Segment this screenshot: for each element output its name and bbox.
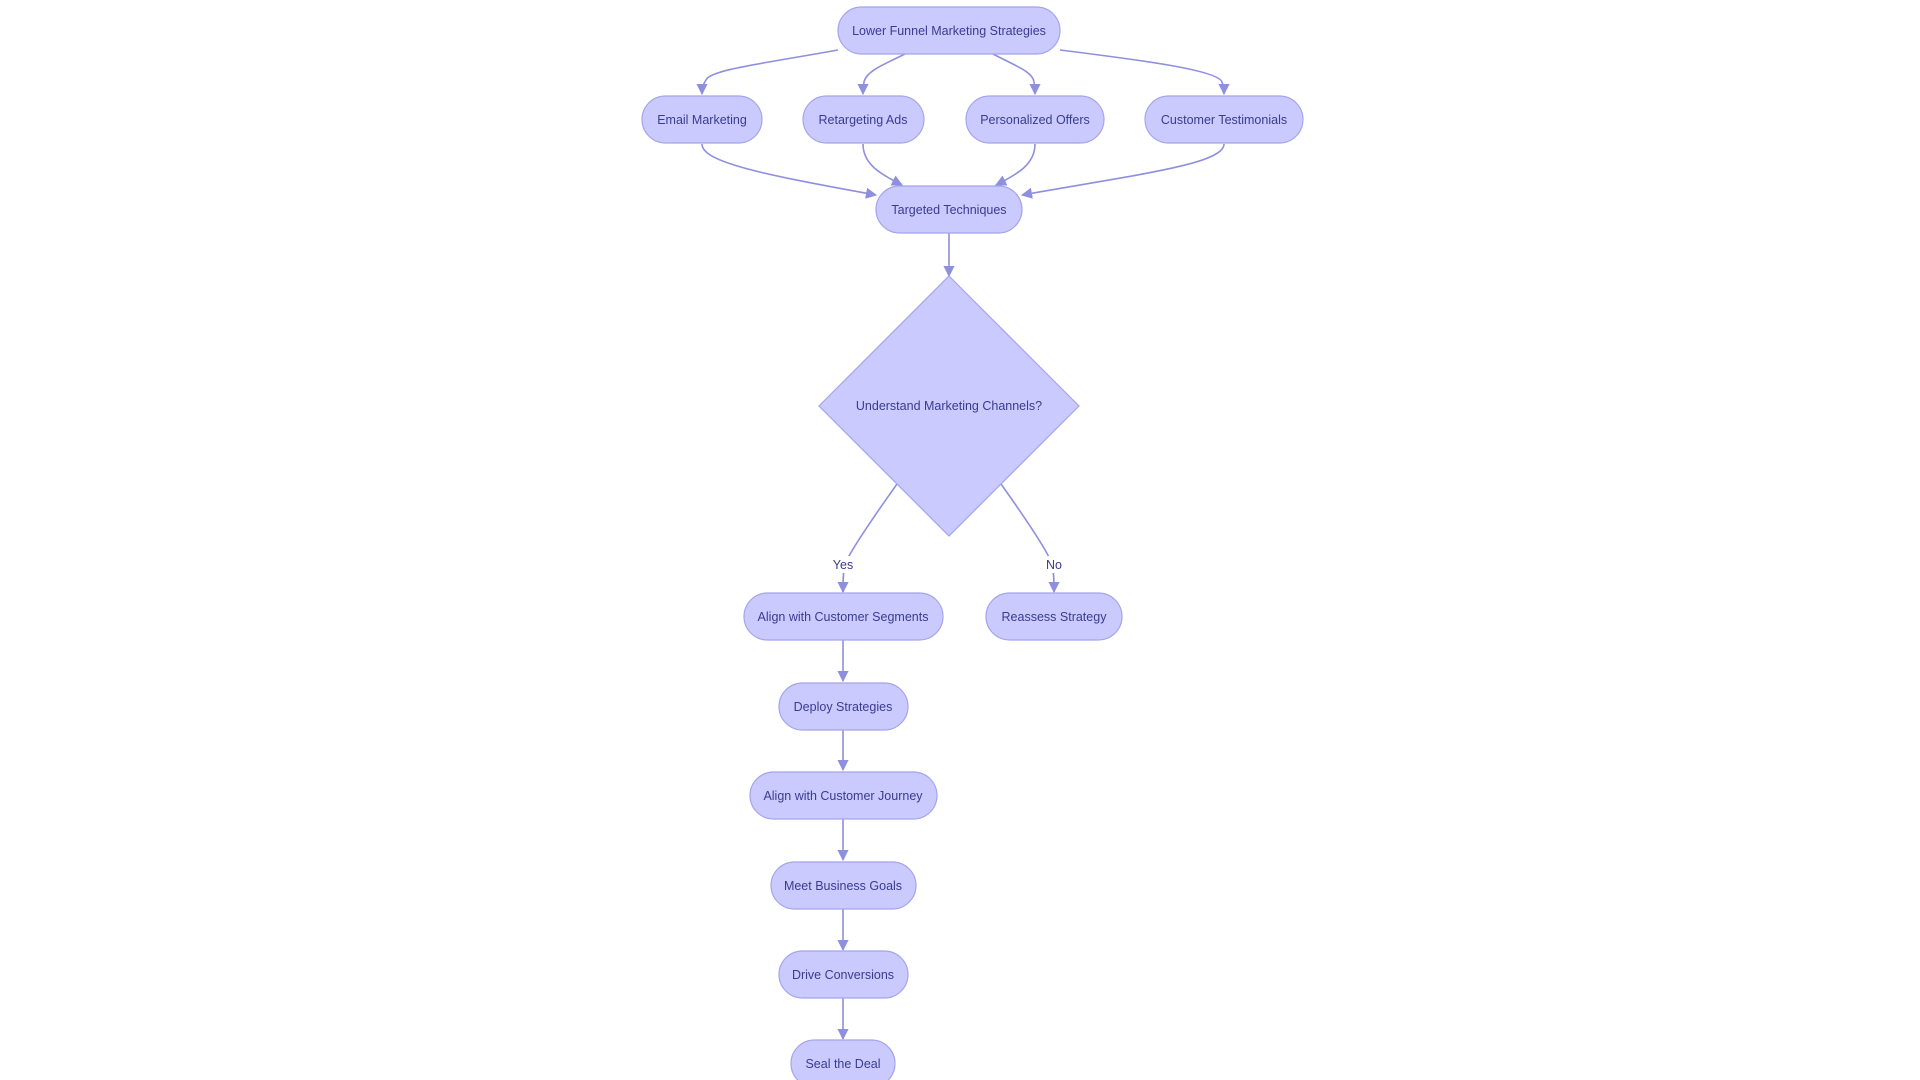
node-reassess-strategy[interactable]: Reassess Strategy [985, 592, 1123, 641]
yes-edge-label: Yes [833, 558, 853, 572]
node-align-customer-journey-label: Align with Customer Journey [763, 789, 923, 803]
edge-lower-funnel-to-retargeting [857, 53, 906, 96]
node-reassess-strategy-label: Reassess Strategy [1002, 610, 1108, 624]
node-meet-business-goals[interactable]: Meet Business Goals [770, 861, 917, 910]
edges [696, 49, 1230, 1041]
node-email-marketing[interactable]: Email Marketing [641, 95, 763, 144]
node-retargeting-ads-label: Retargeting Ads [819, 113, 908, 127]
edge-email-to-targeted [701, 143, 878, 199]
no-label-bg [1044, 556, 1064, 573]
node-drive-conversions[interactable]: Drive Conversions [778, 950, 909, 999]
node-seal-the-deal[interactable]: Seal the Deal [790, 1039, 896, 1080]
decision-understand-channels-label: Understand Marketing Channels? [856, 399, 1042, 413]
node-seal-the-deal-label: Seal the Deal [805, 1057, 880, 1071]
node-deploy-strategies[interactable]: Deploy Strategies [778, 682, 909, 731]
node-email-marketing-label: Email Marketing [657, 113, 747, 127]
node-personalized-offers[interactable]: Personalized Offers [965, 95, 1105, 144]
edge-understand-to-reassess [1000, 483, 1060, 594]
node-targeted-techniques[interactable]: Targeted Techniques [875, 185, 1023, 234]
edge-testimonials-to-targeted [1020, 143, 1225, 199]
node-lower-funnel[interactable]: Lower Funnel Marketing Strategies [837, 6, 1061, 55]
node-align-customer-segments-label: Align with Customer Segments [758, 610, 929, 624]
node-drive-conversions-label: Drive Conversions [792, 968, 894, 982]
no-edge-label: No [1046, 558, 1062, 572]
node-deploy-strategies-label: Deploy Strategies [794, 700, 893, 714]
node-customer-testimonials-label: Customer Testimonials [1161, 113, 1287, 127]
edge-lower-funnel-to-email [696, 49, 839, 96]
decision-understand-channels[interactable]: Understand Marketing Channels? [818, 275, 1080, 537]
node-retargeting-ads[interactable]: Retargeting Ads [802, 95, 925, 144]
edge-retargeting-to-targeted [862, 143, 904, 186]
node-align-customer-segments[interactable]: Align with Customer Segments [743, 592, 944, 641]
node-align-customer-journey[interactable]: Align with Customer Journey [749, 771, 938, 820]
node-meet-business-goals-label: Meet Business Goals [784, 879, 902, 893]
edge-understand-to-align-segments [837, 483, 898, 594]
edge-lower-funnel-to-testimonials [1059, 49, 1230, 96]
edge-labels: Yes No [832, 556, 1064, 573]
edge-personalized-to-targeted [994, 143, 1036, 186]
yes-label-bg [832, 556, 856, 573]
node-personalized-offers-label: Personalized Offers [980, 113, 1090, 127]
node-targeted-techniques-label: Targeted Techniques [891, 203, 1006, 217]
node-lower-funnel-label: Lower Funnel Marketing Strategies [852, 24, 1046, 38]
node-customer-testimonials[interactable]: Customer Testimonials [1144, 95, 1304, 144]
edge-lower-funnel-to-personalized [992, 53, 1041, 96]
